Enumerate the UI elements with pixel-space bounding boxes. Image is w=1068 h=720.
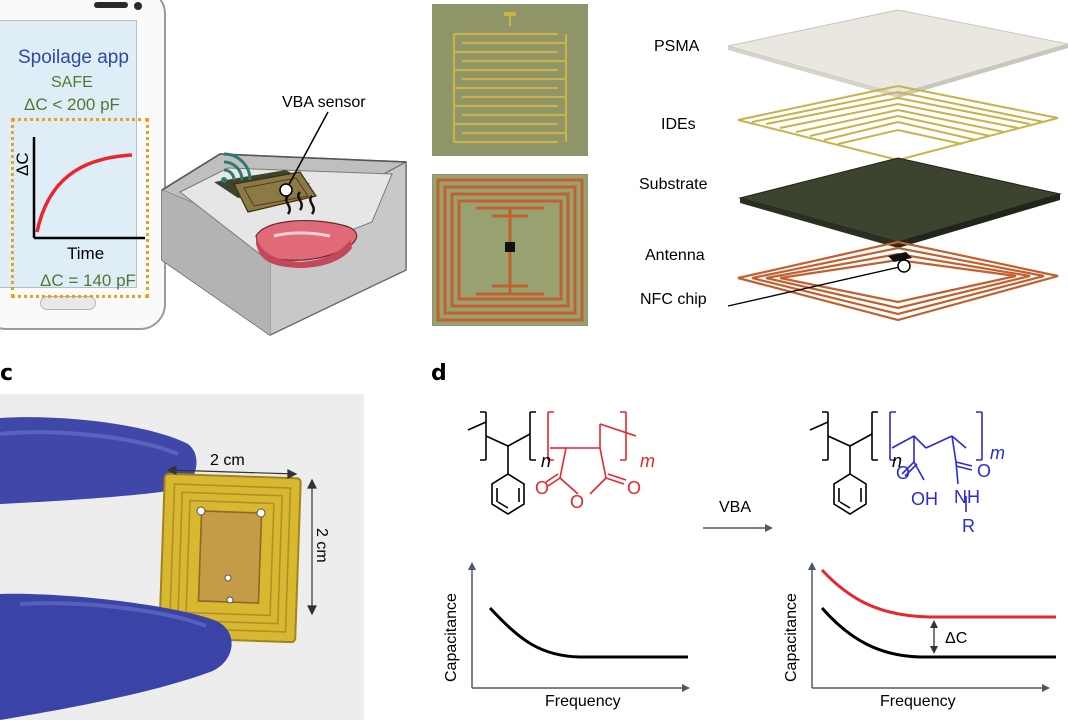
amide-acid-group bbox=[889, 411, 983, 512]
right-subscript-m: m bbox=[990, 443, 1005, 463]
left-plot-xlabel: Frequency bbox=[545, 693, 621, 710]
capacitance-curve-left bbox=[488, 606, 688, 659]
left-subscript-m: m bbox=[640, 451, 655, 471]
capacitance-plot-right bbox=[808, 562, 1056, 692]
reading-text: ΔC = 140 pF bbox=[40, 271, 136, 290]
delta-c-curve bbox=[35, 153, 133, 233]
capacitance-curve-before bbox=[820, 607, 1056, 659]
right-atom-o1: O bbox=[896, 463, 911, 483]
vba-sensor-label: VBA sensor bbox=[282, 94, 366, 111]
right-atom-r: R bbox=[962, 516, 975, 536]
food-tray bbox=[161, 153, 407, 336]
left-plot-ylabel: Capacitance bbox=[443, 593, 460, 682]
delta-c-annotation: ΔC bbox=[945, 630, 968, 647]
antenna-layer bbox=[737, 240, 1059, 322]
sensor-callout-line bbox=[279, 111, 329, 197]
right-atom-oh: OH bbox=[911, 489, 938, 509]
antenna-pattern bbox=[436, 178, 584, 322]
vba-modified-structure bbox=[809, 411, 983, 515]
capacitance-plot-left bbox=[468, 562, 690, 692]
left-atom-o2: O bbox=[570, 492, 585, 512]
panel-d-letter: d bbox=[431, 361, 447, 386]
phone-screen bbox=[0, 20, 137, 288]
panel-c-letter: c bbox=[0, 361, 14, 386]
anhydride-group bbox=[545, 411, 637, 495]
right-atom-o2: O bbox=[977, 461, 992, 481]
graph-frame bbox=[11, 118, 149, 298]
hand-holding-sensor-photo bbox=[0, 417, 317, 720]
smartphone bbox=[0, 0, 166, 330]
layer-label-substrate: Substrate bbox=[639, 176, 708, 193]
phone-camera bbox=[134, 2, 142, 10]
glove-upper-finger bbox=[0, 417, 197, 504]
phone-home-button[interactable] bbox=[40, 296, 96, 310]
wireless-signal-icon bbox=[221, 152, 252, 183]
layer-label-ides: IDEs bbox=[661, 116, 696, 133]
width-dimension-label: 2 cm bbox=[210, 452, 245, 469]
graph-y-label: ΔC bbox=[13, 152, 32, 176]
glove-lower-finger bbox=[0, 593, 232, 720]
reaction-label: VBA bbox=[719, 499, 752, 516]
ide-layer bbox=[737, 84, 1059, 162]
nfc-chip-photo bbox=[505, 242, 515, 252]
ide-pattern bbox=[452, 12, 568, 144]
capacitance-curve-after bbox=[820, 568, 1056, 619]
right-subscript-n: n bbox=[892, 451, 903, 471]
exploded-layer-stack bbox=[727, 9, 1068, 322]
phone-graph bbox=[32, 137, 145, 240]
reaction-arrow bbox=[703, 524, 773, 532]
height-dimension-label: 2 cm bbox=[313, 528, 330, 563]
layer-label-nfc-chip: NFC chip bbox=[640, 291, 707, 308]
layer-label-psma: PSMA bbox=[654, 38, 700, 55]
left-atom-o1: O bbox=[535, 478, 550, 498]
nfc-chip-3d bbox=[888, 252, 912, 262]
right-plot-ylabel: Capacitance bbox=[783, 593, 800, 682]
left-atom-o3: O bbox=[627, 478, 642, 498]
safe-status: SAFE bbox=[51, 74, 93, 91]
layer-label-antenna: Antenna bbox=[645, 247, 705, 264]
phone-speaker bbox=[94, 2, 128, 8]
right-atom-nh: NH bbox=[954, 487, 980, 507]
graph-x-label: Time bbox=[67, 244, 105, 263]
app-title: Spoilage app bbox=[18, 47, 129, 68]
threshold-text: ΔC < 200 pF bbox=[24, 95, 120, 114]
left-subscript-n: n bbox=[541, 451, 552, 471]
psma-structure bbox=[467, 411, 637, 515]
right-plot-xlabel: Frequency bbox=[880, 693, 956, 710]
